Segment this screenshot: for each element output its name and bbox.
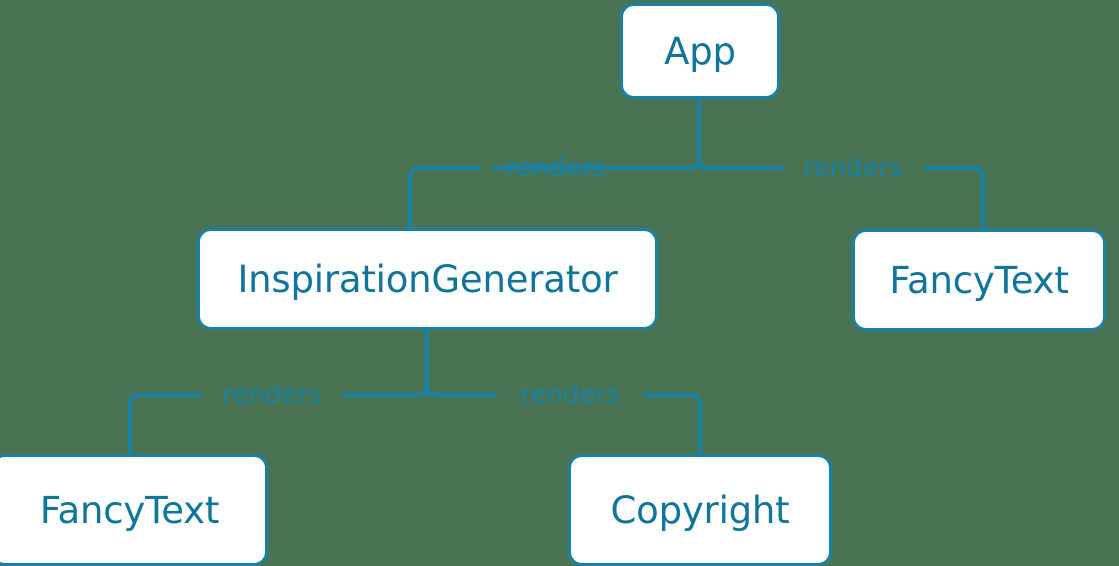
- edge-app-to-inspirationgenerator-elbow: [408, 166, 480, 228]
- node-fancytext-bottom-label: FancyText: [39, 488, 220, 532]
- node-fancytext-right[interactable]: FancyText: [852, 229, 1106, 331]
- node-app-label: App: [664, 29, 736, 73]
- node-app[interactable]: App: [620, 3, 780, 99]
- node-copyright[interactable]: Copyright: [568, 454, 832, 566]
- node-fancytext-right-label: FancyText: [889, 258, 1069, 302]
- edge-app-to-fancytext-right: [924, 166, 985, 229]
- edge-label-app-inspirationgenerator: renders: [506, 153, 606, 183]
- edge-label-inspirationgenerator-copyright: renders: [520, 380, 620, 410]
- edge-inspirationgenerator-stem: [342, 330, 429, 397]
- edge-inspirationgenerator-stem-right: [425, 386, 497, 397]
- edge-label-inspirationgenerator-fancytext: renders: [222, 380, 322, 410]
- node-inspirationgenerator[interactable]: InspirationGenerator: [197, 228, 658, 330]
- node-fancytext-bottom[interactable]: FancyText: [0, 454, 268, 566]
- edge-inspirationgenerator-to-fancytext: [128, 393, 202, 454]
- node-inspirationgenerator-label: InspirationGenerator: [237, 257, 618, 301]
- edge-app-stem-right: [697, 159, 783, 170]
- node-copyright-label: Copyright: [610, 488, 790, 532]
- edge-inspirationgenerator-to-copyright: [643, 393, 702, 454]
- edge-label-app-fancytext-right: renders: [803, 153, 903, 183]
